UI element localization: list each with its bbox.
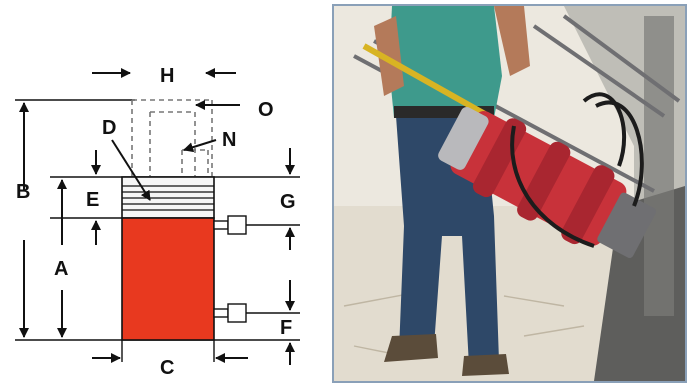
label-A: A [54, 258, 68, 280]
label-O: O [258, 99, 274, 121]
cylinder-body [121, 217, 215, 341]
plunger-dashed-outline [131, 99, 213, 177]
label-N: N [222, 129, 236, 151]
dimension-arrows [19, 68, 295, 365]
label-B: B [16, 181, 30, 203]
coupler-bottom [213, 303, 247, 323]
cylinder-head [121, 176, 215, 219]
label-F: F [280, 317, 292, 339]
label-G: G [280, 191, 296, 213]
coupler-top [213, 215, 247, 235]
label-E: E [86, 189, 99, 211]
label-H: H [160, 65, 174, 87]
hydraulic-cylinder-in-use-photo [332, 4, 687, 383]
cylinder-dimension-diagram: H O N D B E G A F C [15, 65, 300, 379]
label-D: D [102, 117, 116, 139]
photo-illustration [334, 6, 685, 381]
label-C: C [160, 357, 174, 379]
